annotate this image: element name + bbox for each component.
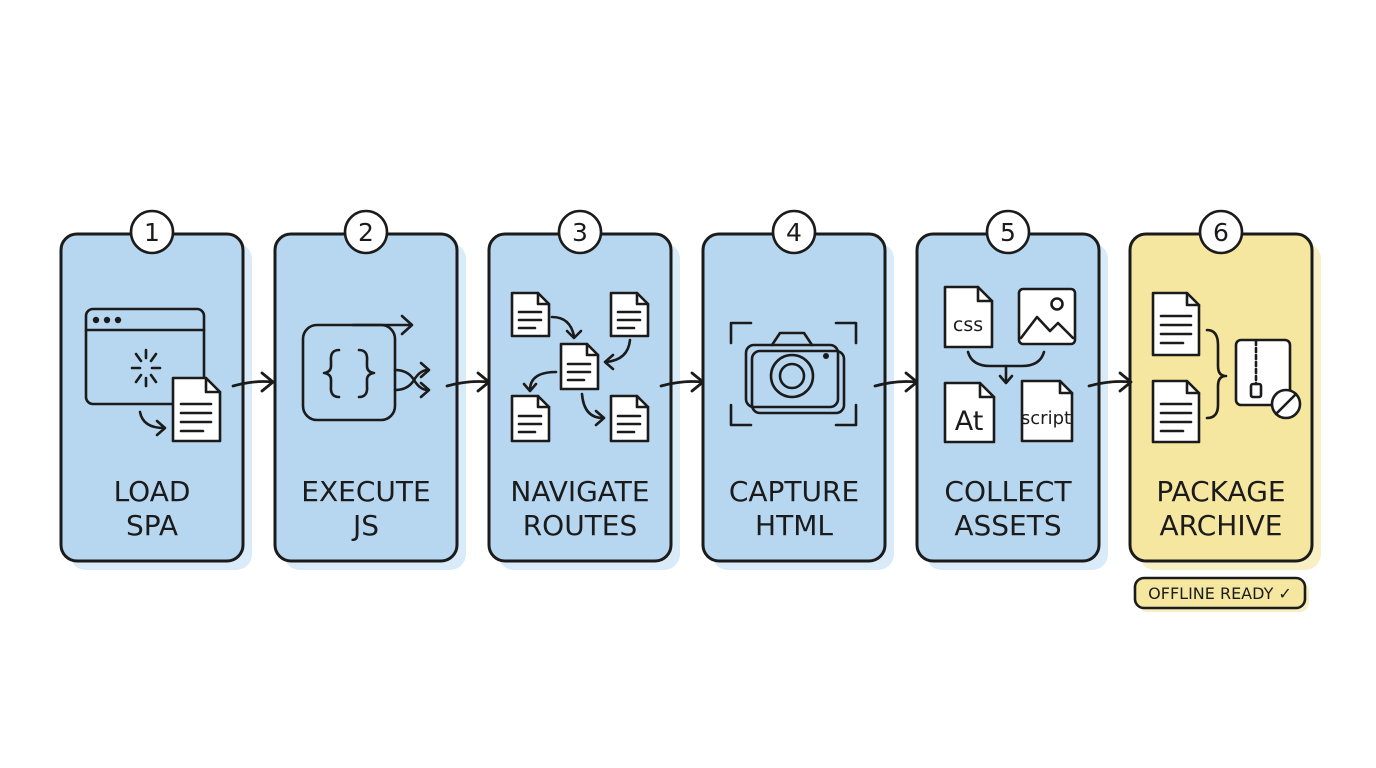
step-number-4: 4 <box>786 218 802 247</box>
step-badge-2: 2 <box>343 209 389 255</box>
route-doc-top-left <box>510 291 551 338</box>
number-badges: 1 2 3 4 5 6 <box>129 209 1244 255</box>
step-label-6-line1: PACKAGE <box>1156 475 1285 508</box>
route-doc-center <box>559 342 600 391</box>
loading-spinner-icon <box>130 348 162 388</box>
step-number-5: 5 <box>1000 218 1016 247</box>
code-braces-icon <box>301 314 431 422</box>
image-file-icon <box>1017 287 1077 346</box>
step-number-2: 2 <box>358 218 374 247</box>
script-file-label: script <box>1021 408 1071 429</box>
arrow-1-to-2 <box>231 371 275 393</box>
archive-doc-top <box>1151 291 1201 357</box>
step-label-5-line2: ASSETS <box>954 509 1061 542</box>
step-label-3-line1: NAVIGATE <box>510 475 649 508</box>
camera-icon <box>729 321 858 427</box>
step-number-6: 6 <box>1213 218 1229 247</box>
step-number-3: 3 <box>572 218 588 247</box>
route-documents-icon <box>510 291 650 443</box>
step-badge-4: 4 <box>771 209 817 255</box>
step-badge-5: 5 <box>985 209 1031 255</box>
css-file-label: css <box>953 314 983 336</box>
route-doc-bottom-left <box>510 394 551 443</box>
script-file-icon: script <box>1020 379 1074 443</box>
step-labels: LOAD SPA EXECUTE JS NAVIGATE ROUTES CAPT… <box>114 475 1286 542</box>
step-badge-3: 3 <box>557 209 603 255</box>
zip-archive-icon <box>1151 291 1302 444</box>
offline-ready-label: OFFLINE READY ✓ <box>1148 584 1292 603</box>
offline-ready-badge: OFFLINE READY ✓ <box>1133 576 1309 612</box>
step-label-2-line2: JS <box>351 509 379 542</box>
browser-loading-icon <box>84 307 222 443</box>
assets-icon: css At script <box>943 285 1077 444</box>
connector-arrows <box>231 371 1133 393</box>
step-label-2-line1: EXECUTE <box>301 475 430 508</box>
document-icon <box>171 376 222 443</box>
step-badge-1: 1 <box>129 209 175 255</box>
step-number-1: 1 <box>144 218 160 247</box>
step-label-1-line2: SPA <box>126 509 178 542</box>
step-label-1-line1: LOAD <box>114 475 191 508</box>
arrow-3-to-4 <box>659 371 705 393</box>
cards <box>59 232 1321 570</box>
step-badge-6: 6 <box>1198 209 1244 255</box>
font-file-label: At <box>955 406 984 437</box>
arrow-4-to-5 <box>873 371 919 393</box>
step-label-6-line2: ARCHIVE <box>1160 509 1283 542</box>
step-label-3-line2: ROUTES <box>523 509 638 542</box>
step-card-1 <box>59 232 252 570</box>
css-file-icon: css <box>943 285 994 349</box>
arrow-5-to-6 <box>1087 371 1133 393</box>
arrow-2-to-3 <box>445 371 491 393</box>
route-doc-bottom-right <box>609 394 650 443</box>
step-label-5-line1: COLLECT <box>944 475 1072 508</box>
step-label-4-line2: HTML <box>755 509 833 542</box>
step-label-4-line1: CAPTURE <box>729 475 859 508</box>
font-file-icon: At <box>943 381 996 444</box>
archive-doc-bottom <box>1151 379 1201 444</box>
route-doc-top-right <box>609 291 650 338</box>
